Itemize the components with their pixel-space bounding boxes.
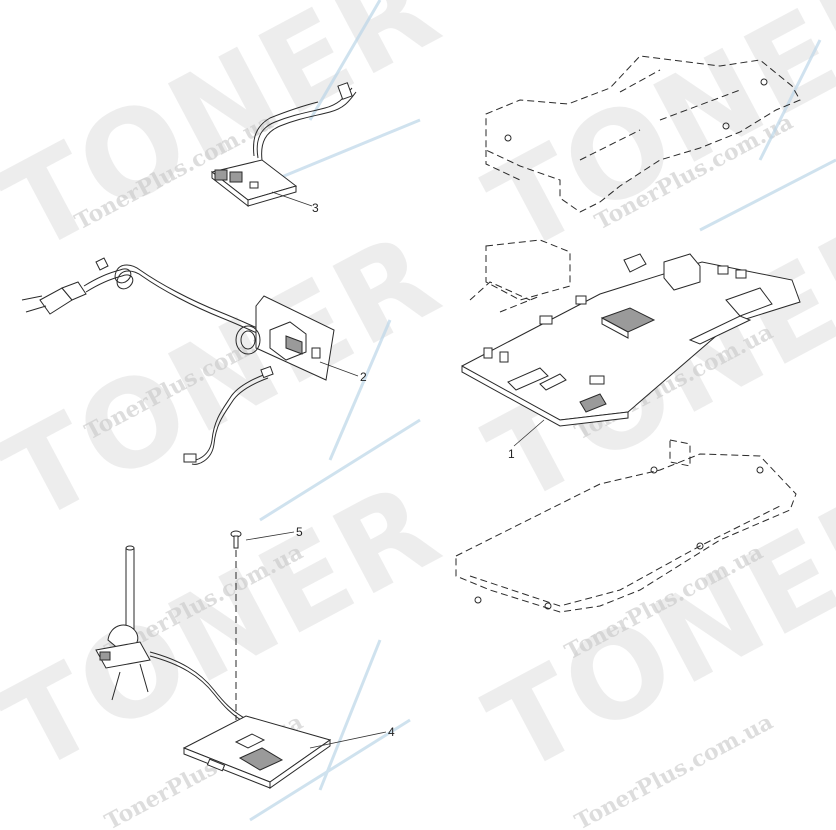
part-3-connector-board — [210, 82, 357, 208]
part-4-antenna-board — [95, 545, 332, 789]
callout-2: 2 — [360, 370, 367, 384]
upper-shield-plate — [485, 55, 801, 213]
part-2-power-supply — [21, 257, 335, 465]
callout-3: 3 — [312, 201, 319, 215]
callout-5: 5 — [296, 525, 303, 539]
callout-1: 1 — [508, 447, 515, 461]
lower-shield-frame — [455, 439, 797, 613]
part-1-main-board — [461, 239, 801, 427]
part-5-screw — [230, 530, 242, 720]
callout-4: 4 — [388, 725, 395, 739]
watermark-swoosh — [249, 0, 836, 822]
callouts: 3 2 5 4 1 — [245, 191, 545, 749]
